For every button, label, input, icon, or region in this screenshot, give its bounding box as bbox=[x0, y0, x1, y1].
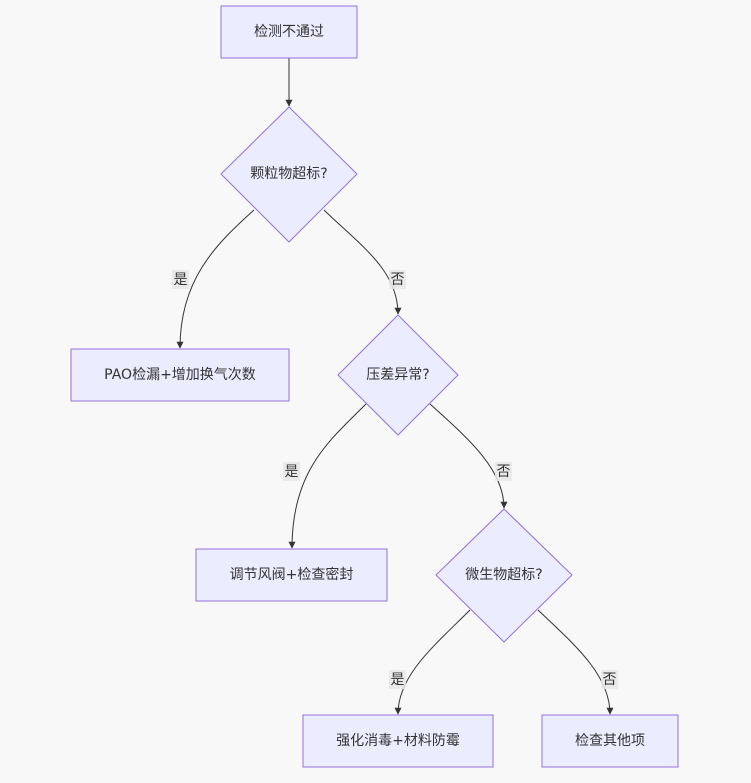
node-start: 检测不通过 bbox=[220, 5, 358, 59]
edge-label-pressure-no: 否 bbox=[495, 462, 512, 481]
edge-pressure-no bbox=[429, 403, 508, 509]
node-disinfect-label: 强化消毒+材料防霉 bbox=[336, 733, 460, 749]
decision-particles-label: 颗粒物超标? bbox=[250, 166, 327, 182]
node-pao-label: PAO检漏+增加换气次数 bbox=[104, 366, 256, 383]
edge-microbe-no bbox=[537, 609, 614, 715]
edge-label-text: 否 bbox=[603, 672, 617, 688]
edge-particles-no bbox=[323, 209, 402, 315]
decision-pressure: 压差异常? bbox=[337, 314, 459, 436]
edge-label-particles-no: 否 bbox=[389, 270, 406, 289]
decision-pressure-label: 压差异常? bbox=[366, 367, 429, 383]
node-other: 检查其他项 bbox=[541, 714, 679, 768]
node-other-label: 检查其他项 bbox=[575, 733, 645, 749]
node-disinfect: 强化消毒+材料防霉 bbox=[302, 714, 494, 768]
node-pao: PAO检漏+增加换气次数 bbox=[70, 348, 290, 402]
edge-microbe-yes bbox=[394, 609, 471, 715]
edge-label-text: 否 bbox=[497, 464, 511, 480]
decision-microbe: 微生物超标? bbox=[435, 508, 573, 643]
edge-label-microbe-no: 否 bbox=[601, 670, 618, 689]
node-adjust: 调节风阀+检查密封 bbox=[195, 548, 388, 602]
edge-label-microbe-yes: 是 bbox=[389, 670, 406, 689]
decision-particles: 颗粒物超标? bbox=[220, 106, 358, 243]
node-adjust-label: 调节风阀+检查密封 bbox=[230, 566, 354, 583]
decision-microbe-label: 微生物超标? bbox=[465, 567, 542, 583]
edge-pressure-yes bbox=[288, 403, 367, 549]
edge-label-particles-yes: 是 bbox=[172, 270, 189, 289]
node-start-label: 检测不通过 bbox=[254, 24, 324, 40]
edge-label-text: 是 bbox=[174, 272, 188, 288]
edge-label-pressure-yes: 是 bbox=[283, 462, 300, 481]
edge-particles-yes bbox=[176, 209, 255, 349]
edge-label-text: 是 bbox=[285, 464, 299, 480]
edge-label-text: 是 bbox=[391, 672, 405, 688]
edge-label-text: 否 bbox=[391, 272, 405, 288]
